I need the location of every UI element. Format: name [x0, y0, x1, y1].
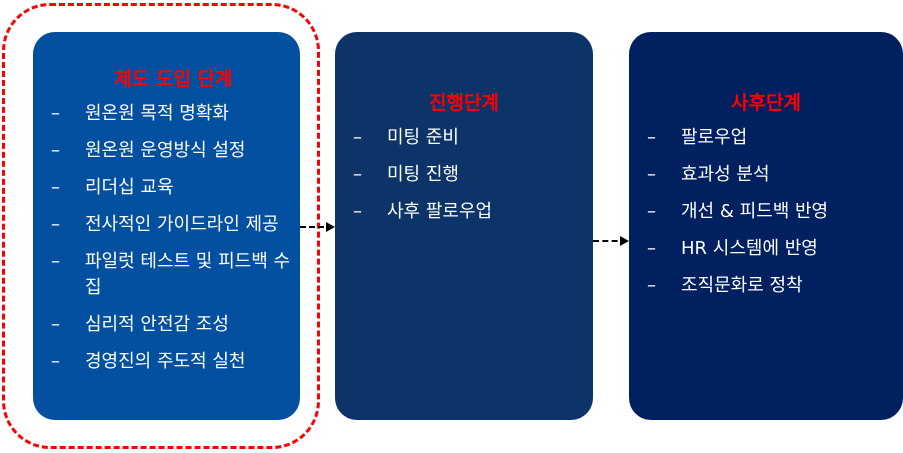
- list-item: –원온원 목적 명확화: [33, 101, 300, 127]
- list-item: –팔로우업: [629, 125, 903, 151]
- dash-bullet-icon: –: [647, 238, 656, 259]
- list-item: –미팅 준비: [335, 125, 593, 151]
- dash-bullet-icon: –: [353, 164, 362, 185]
- stage-title: 사후단계: [731, 92, 801, 114]
- stage-title: 제도 도입 단계: [114, 68, 233, 90]
- list-item: –파일럿 테스트 및 피드백 수집: [33, 249, 300, 301]
- stage-box-introduction: 제도 도입 단계 –원온원 목적 명확화 –원온원 운영방식 설정 –리더십 교…: [33, 32, 300, 420]
- dash-bullet-icon: –: [647, 127, 656, 148]
- list-item: –심리적 안전감 조성: [33, 312, 300, 338]
- list-item: –전사적인 가이드라인 제공: [33, 212, 300, 238]
- dash-bullet-icon: –: [51, 177, 60, 198]
- list-item: –미팅 진행: [335, 162, 593, 188]
- dash-bullet-icon: –: [353, 127, 362, 148]
- dash-bullet-icon: –: [353, 201, 362, 222]
- list-item: –리더십 교육: [33, 175, 300, 201]
- stage-box-progress: 진행단계 –미팅 준비 –미팅 진행 –사후 팔로우업: [335, 32, 593, 420]
- arrow-right-icon: [593, 236, 629, 246]
- list-item: –HR 시스템에 반영: [629, 236, 903, 262]
- dash-bullet-icon: –: [51, 103, 60, 124]
- dash-bullet-icon: –: [51, 251, 60, 272]
- dash-bullet-icon: –: [51, 214, 60, 235]
- list-item: –개선 & 피드백 반영: [629, 199, 903, 225]
- dash-bullet-icon: –: [647, 275, 656, 296]
- dash-bullet-icon: –: [647, 201, 656, 222]
- stage-title: 진행단계: [429, 92, 499, 114]
- dash-bullet-icon: –: [51, 140, 60, 161]
- dash-bullet-icon: –: [51, 351, 60, 372]
- arrow-right-icon: [300, 222, 335, 232]
- stage-box-post: 사후단계 –팔로우업 –효과성 분석 –개선 & 피드백 반영 –HR 시스템에…: [629, 32, 903, 420]
- list-item: –조직문화로 정착: [629, 273, 903, 299]
- list-item: –효과성 분석: [629, 162, 903, 188]
- list-item: –사후 팔로우업: [335, 199, 593, 225]
- list-item: –경영진의 주도적 실천: [33, 349, 300, 375]
- dash-bullet-icon: –: [51, 314, 60, 335]
- dash-bullet-icon: –: [647, 164, 656, 185]
- list-item: –원온원 운영방식 설정: [33, 138, 300, 164]
